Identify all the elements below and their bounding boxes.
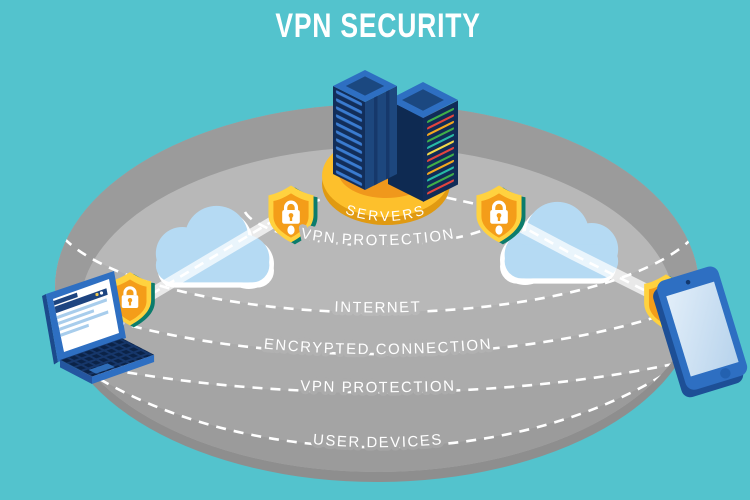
- laptop-screen-content: [53, 288, 109, 337]
- server-left-rack-face: [333, 86, 365, 191]
- phone-camera: [685, 279, 691, 285]
- phone-screen: [666, 281, 739, 377]
- laptop-front-edge: [92, 354, 155, 384]
- connection-dash-right: [499, 212, 699, 316]
- laptop-keyboard: [60, 338, 155, 377]
- shield-dot-right: [495, 225, 503, 235]
- smartphone-icon: [653, 266, 748, 398]
- server-right-cable-face: [423, 100, 458, 202]
- server-towers-icon: [333, 70, 458, 202]
- connection-dash-left: [101, 211, 287, 310]
- page-title: VPN SECURITY: [275, 7, 480, 45]
- laptop-icon: [42, 271, 155, 384]
- server-left-top-inset: [345, 76, 385, 96]
- server-right-top-inset: [402, 89, 444, 111]
- shield-dot-left: [287, 225, 295, 235]
- laptop-screen-side: [42, 294, 58, 365]
- laptop-left-edge: [60, 360, 92, 384]
- phone-home-button: [720, 368, 731, 379]
- servers-label: SERVERS: [344, 201, 429, 224]
- label-vpn-protection-outer: VPN PROTECTION: [300, 377, 456, 396]
- laptop-touchpad: [88, 363, 115, 374]
- label-internet: INTERNET: [334, 299, 422, 317]
- patch-cables: [427, 107, 454, 195]
- server-left-right-face: [365, 85, 397, 190]
